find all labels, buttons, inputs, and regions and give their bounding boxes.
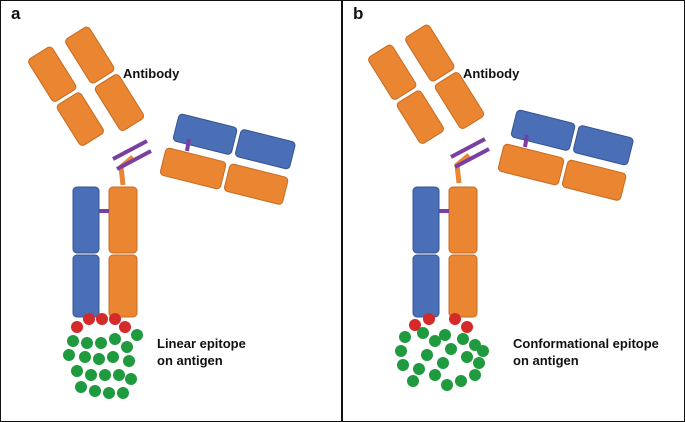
disulfide-bond-a2 bbox=[116, 149, 152, 171]
antibody-label-a: Antibody bbox=[123, 66, 180, 81]
epitope-residue bbox=[71, 321, 83, 333]
antigen-residue bbox=[71, 365, 83, 377]
antigen-residue bbox=[93, 353, 105, 365]
antigen-residue bbox=[461, 351, 473, 363]
epitope-label-a: Linear epitope on antigen bbox=[157, 336, 246, 368]
fab-left-heavy-a bbox=[65, 26, 145, 131]
antigen-residue bbox=[473, 357, 485, 369]
lower-light-2-a bbox=[72, 254, 100, 318]
antigen-residue bbox=[81, 337, 93, 349]
antigen-residue bbox=[123, 355, 135, 367]
antigen-a bbox=[63, 313, 143, 399]
antigen-residue bbox=[89, 385, 101, 397]
antibody-a bbox=[28, 26, 296, 318]
antigen-residue bbox=[75, 381, 87, 393]
antigen-residue bbox=[67, 335, 79, 347]
antigen-residue bbox=[63, 349, 75, 361]
lower-heavy-1-a bbox=[108, 186, 138, 254]
epitope-residue bbox=[119, 321, 131, 333]
disulfide-bond-a1 bbox=[112, 139, 148, 161]
antigen-residue bbox=[417, 327, 429, 339]
epitope-residue bbox=[109, 313, 121, 325]
fab-right-heavy-b bbox=[497, 143, 627, 201]
antigen-residue bbox=[429, 335, 441, 347]
epitope-residue bbox=[409, 319, 421, 331]
antigen-residue bbox=[455, 375, 467, 387]
antigen-residue bbox=[125, 373, 137, 385]
antigen-residue bbox=[399, 331, 411, 343]
antigen-residue bbox=[131, 329, 143, 341]
antigen-residue bbox=[413, 363, 425, 375]
lower-light-2-b bbox=[412, 254, 440, 318]
antigen-b bbox=[395, 313, 489, 391]
panel-letter-a: a bbox=[11, 4, 21, 23]
epitope-residue bbox=[96, 313, 108, 325]
lower-light-1-a bbox=[72, 186, 100, 254]
lower-heavy-1-b bbox=[448, 186, 478, 254]
lower-heavy-2-a bbox=[108, 254, 138, 318]
fab-left-light-a bbox=[28, 46, 104, 146]
antigen-residue bbox=[429, 369, 441, 381]
fab-right-heavy-a bbox=[159, 147, 289, 205]
antigen-residue bbox=[117, 387, 129, 399]
antigen-residue bbox=[477, 345, 489, 357]
antigen-residue bbox=[107, 351, 119, 363]
antigen-residue bbox=[99, 369, 111, 381]
antigen-residue bbox=[121, 341, 133, 353]
antigen-residue bbox=[395, 345, 407, 357]
epitope-residue bbox=[461, 321, 473, 333]
antigen-residue bbox=[79, 351, 91, 363]
panel-letter-b: b bbox=[353, 4, 364, 23]
antigen-residue bbox=[397, 359, 409, 371]
panel-b: b Antibody Conformational epitope on ant… bbox=[342, 0, 685, 422]
panel-a: a Antibody Linear epitope on antigen bbox=[0, 0, 342, 422]
antigen-residue bbox=[457, 333, 469, 345]
disulfide-bond-b2 bbox=[454, 147, 490, 169]
epitope-label-b: Conformational epitope on antigen bbox=[513, 336, 659, 368]
antigen-residue bbox=[437, 357, 449, 369]
antigen-residue bbox=[441, 379, 453, 391]
fab-left-heavy-b bbox=[405, 24, 485, 129]
lower-light-1-b bbox=[412, 186, 440, 254]
antibody-diagram-a bbox=[28, 26, 296, 399]
epitope-residue bbox=[449, 313, 461, 325]
disulfide-bond-a3 bbox=[185, 138, 191, 152]
antigen-residue bbox=[439, 329, 451, 341]
fab-left-light-b bbox=[368, 44, 444, 144]
lower-heavy-2-b bbox=[448, 254, 478, 318]
antigen-residue bbox=[109, 333, 121, 345]
antigen-residue bbox=[95, 337, 107, 349]
antigen-residue bbox=[469, 369, 481, 381]
antigen-residue bbox=[421, 349, 433, 361]
disulfide-bond-b1 bbox=[450, 137, 486, 159]
epitope-residue bbox=[423, 313, 435, 325]
antigen-residue bbox=[103, 387, 115, 399]
antigen-residue bbox=[85, 369, 97, 381]
antigen-residue bbox=[113, 369, 125, 381]
disulfide-bond-b3 bbox=[523, 134, 529, 148]
antibody-label-b: Antibody bbox=[463, 66, 520, 81]
antibody-diagram-b bbox=[368, 24, 634, 391]
antigen-residue bbox=[445, 343, 457, 355]
epitope-residue bbox=[83, 313, 95, 325]
antigen-residue bbox=[407, 375, 419, 387]
antibody-b bbox=[368, 24, 634, 318]
